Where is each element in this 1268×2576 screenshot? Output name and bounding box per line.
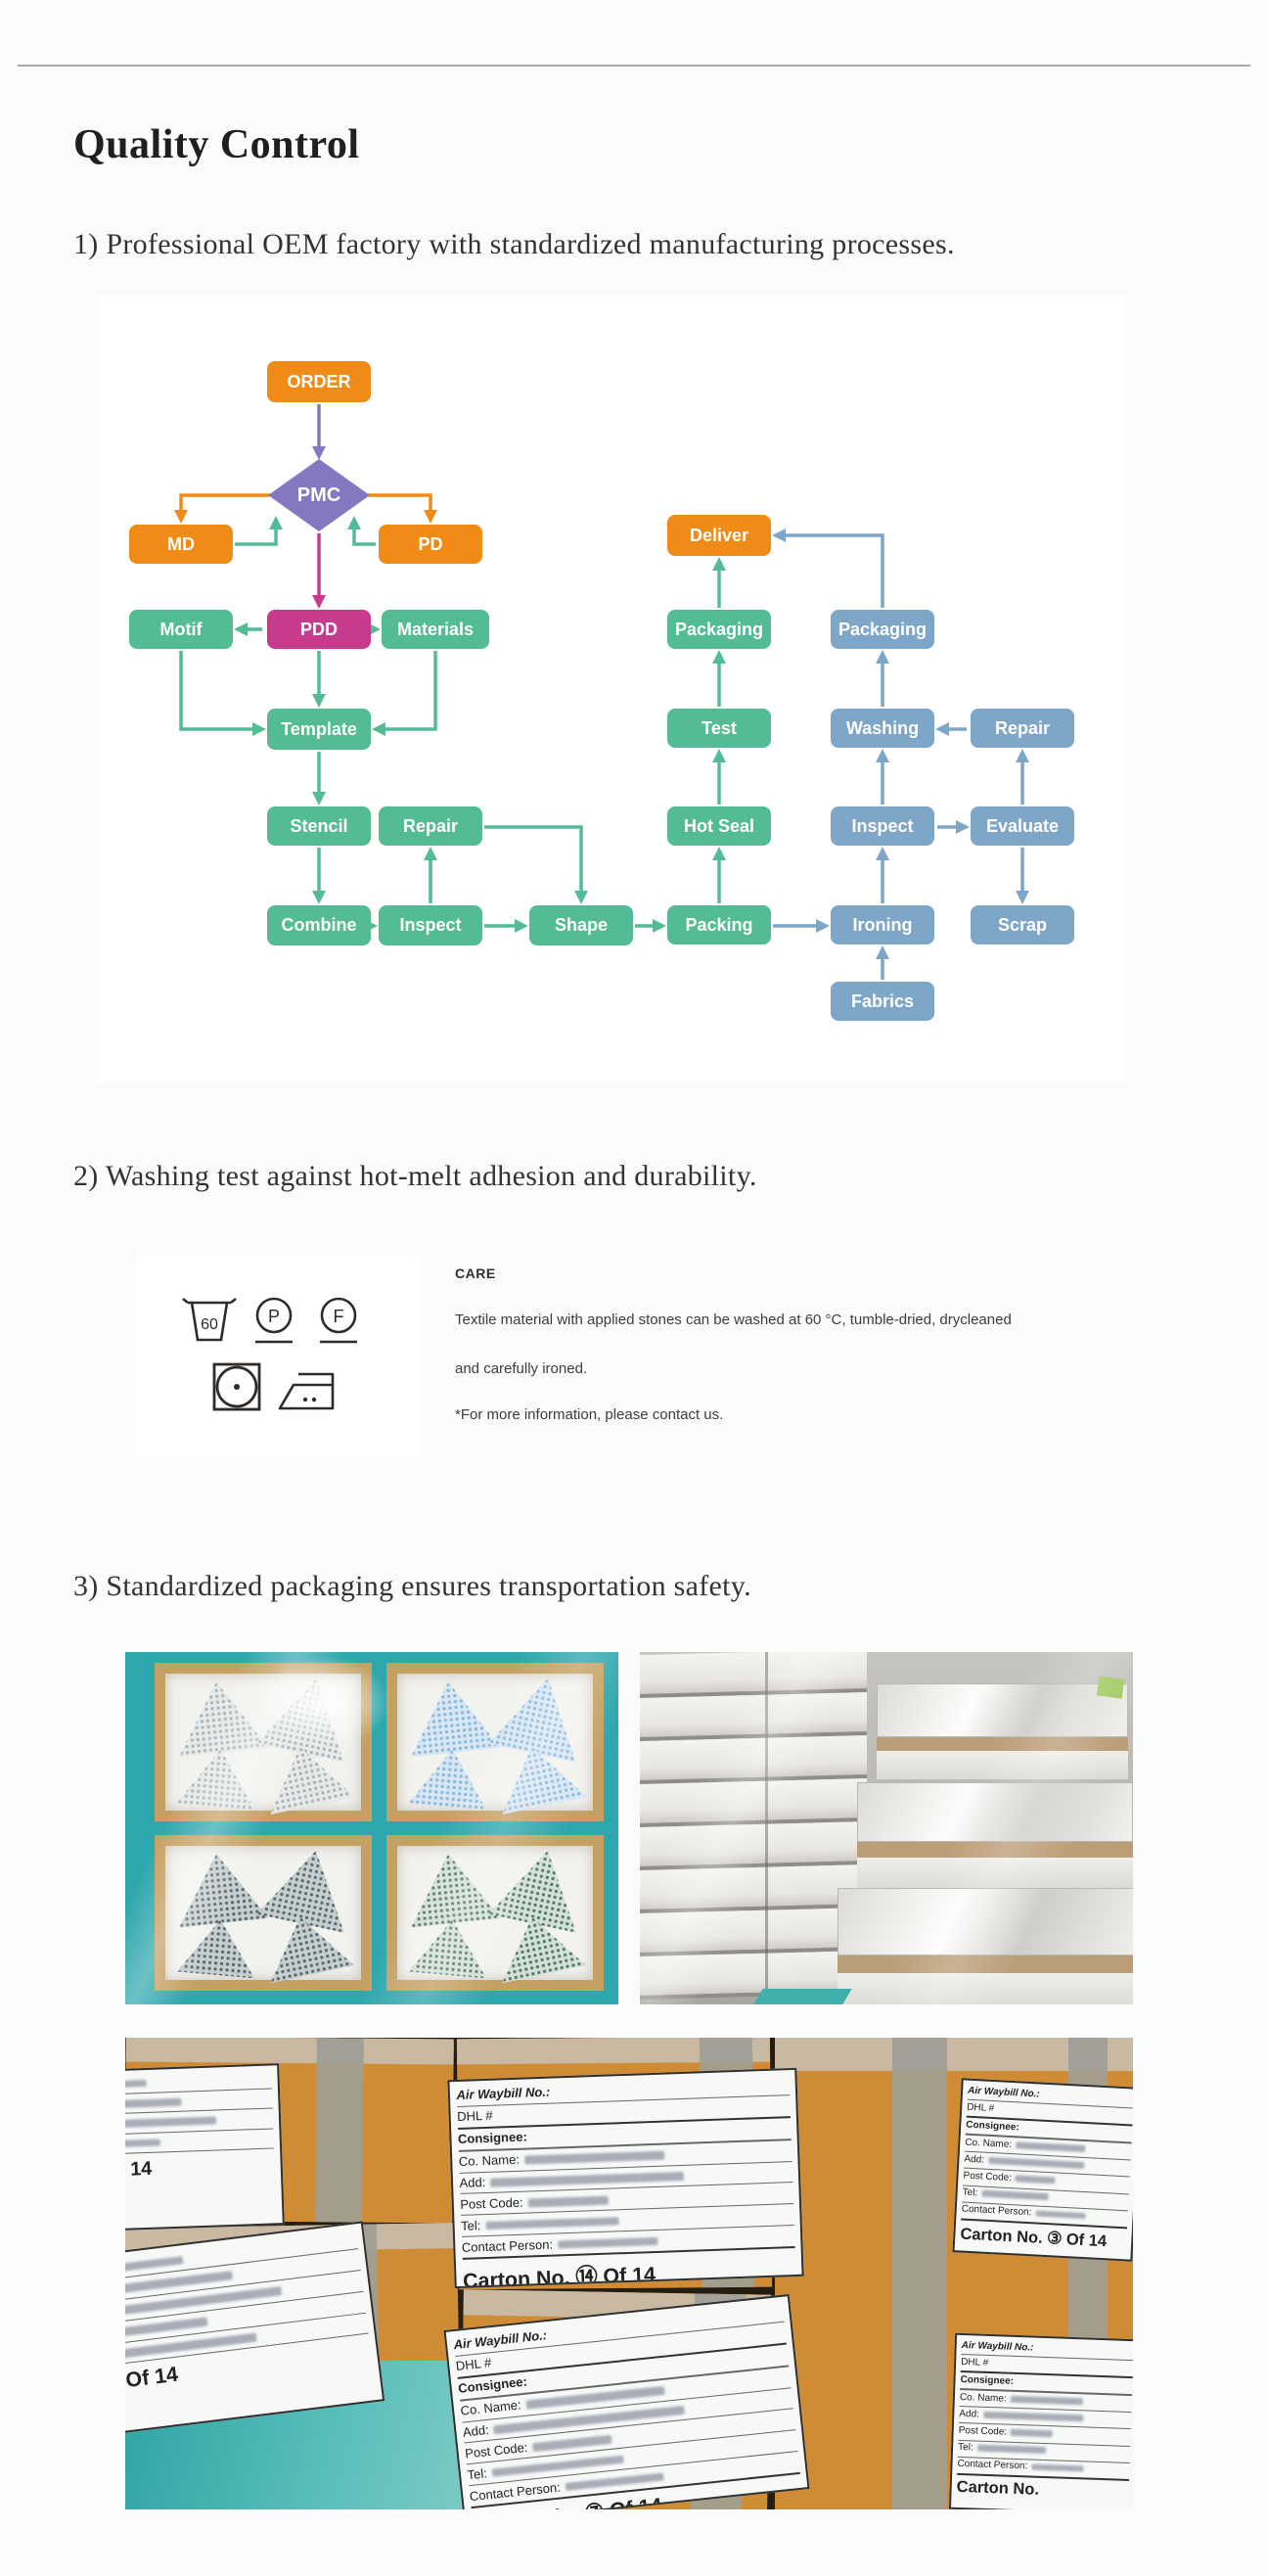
box-wall <box>640 1652 867 2004</box>
flow-node-combine: Combine <box>267 905 371 945</box>
dryclean-f-icon: F <box>316 1296 361 1349</box>
page-title: Quality Control <box>73 122 360 167</box>
flow-node-repair-left: Repair <box>379 806 482 846</box>
care-symbols-panel: 60 P F <box>136 1255 421 1456</box>
flow-node-evaluate: Evaluate <box>971 806 1074 846</box>
flow-node-fabrics: Fabrics <box>831 982 934 1021</box>
flow-node-pd: PD <box>379 525 482 564</box>
wrapped-stack-back <box>876 1683 1128 1779</box>
section-text-2: 2) Washing test against hot-melt adhesio… <box>73 1160 757 1192</box>
flow-node-template: Template <box>267 709 371 750</box>
flow-node-ironing: Ironing <box>831 905 934 944</box>
care-heading: CARE <box>455 1265 496 1281</box>
flow-node-repair-blue: Repair <box>971 709 1074 748</box>
flowchart-arrows <box>174 404 1029 980</box>
flow-node-washing: Washing <box>831 709 934 748</box>
section-text-3: 3) Standardized packaging ensures transp… <box>73 1570 751 1602</box>
care-line-3: *For more information, please contact us… <box>455 1406 724 1423</box>
flow-node-motif: Motif <box>129 610 233 649</box>
svg-text:F: F <box>334 1307 344 1326</box>
flow-node-inspect-left: Inspect <box>379 905 482 945</box>
rhinestone-pile <box>488 1669 592 1763</box>
rhinestone-pile <box>404 1850 501 1928</box>
teal-floor-sliver <box>753 1989 852 2004</box>
carton-number-row: ⑤Of 14 <box>125 2158 153 2182</box>
flow-node-inspect-blue: Inspect <box>831 806 934 846</box>
flow-node-order: ORDER <box>267 361 371 402</box>
shipping-label: Air Waybill No.:DHL #Consignee:Co. Name:… <box>948 2332 1133 2509</box>
flow-node-shape: Shape <box>529 905 633 945</box>
rhinestone-pile <box>172 1850 269 1928</box>
section-divider <box>18 65 1250 67</box>
care-line-2: and carefully ironed. <box>455 1360 588 1377</box>
wrapped-stack-middle <box>856 1782 1133 1889</box>
green-sticky-note <box>1096 1676 1125 1699</box>
flow-node-stencil: Stencil <box>267 806 371 846</box>
flow-node-scrap: Scrap <box>971 905 1074 944</box>
photo-box-stacks <box>640 1652 1133 2004</box>
flow-node-packing: Packing <box>667 905 771 944</box>
svg-text:P: P <box>268 1307 280 1326</box>
rhinestone-pile <box>488 1842 592 1934</box>
plastic-glare <box>253 1655 391 1749</box>
wrapped-stack-front <box>837 1888 1133 2004</box>
photo-rhinestone-trays <box>125 1652 618 2004</box>
tray-green-crystals <box>386 1835 604 1991</box>
wash-60-icon: 60 <box>179 1292 240 1349</box>
tumble-dry-icon <box>210 1360 263 1413</box>
flow-node-md: MD <box>129 525 233 564</box>
care-line-1: Textile material with applied stones can… <box>455 1311 1012 1328</box>
dryclean-p-icon: P <box>251 1296 296 1349</box>
flow-node-packaging-blue: Packaging <box>831 610 934 649</box>
svg-text:60: 60 <box>201 1316 218 1333</box>
photo-shipping-cartons: Air Waybill No.:DHL #Consignee:Co. Name:… <box>125 2038 1133 2509</box>
shipping-label: Air Waybill No.:DHL #Consignee:Co. Name:… <box>443 2293 810 2509</box>
rhinestone-pile <box>404 1678 501 1758</box>
care-text-block: CARE Textile material with applied stone… <box>455 1265 1120 1423</box>
shipping-label: Air Waybill No.:DHL #Consignee:Co. Name:… <box>447 2067 804 2289</box>
flow-node-materials: Materials <box>382 610 489 649</box>
shipping-label: ⑨Of 14 <box>125 2221 385 2437</box>
flow-node-deliver: Deliver <box>667 515 771 556</box>
flow-node-pdd: PDD <box>267 610 371 649</box>
section-text-1: 1) Professional OEM factory with standar… <box>73 228 955 260</box>
flow-node-hot-seal: Hot Seal <box>667 806 771 846</box>
tray-light-blue-crystals <box>386 1662 604 1821</box>
flow-node-test: Test <box>667 709 771 748</box>
shipping-label: Air Waybill No.:DHL #Consignee:Co. Name:… <box>952 2078 1133 2262</box>
shipping-label: ⑤Of 14 <box>125 2063 285 2232</box>
tray-dark-gray-crystals <box>155 1835 372 1991</box>
iron-icon <box>275 1364 340 1413</box>
rhinestone-pile <box>256 1842 360 1934</box>
flow-node-packaging-green: Packaging <box>667 610 771 649</box>
